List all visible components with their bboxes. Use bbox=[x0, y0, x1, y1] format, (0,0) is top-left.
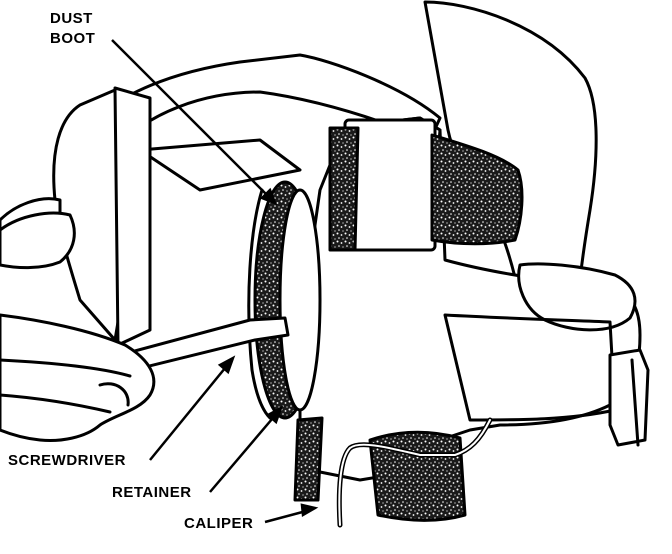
screwdriver-label: SCREWDRIVER bbox=[8, 452, 127, 469]
mounting-bolt bbox=[608, 348, 650, 447]
caliper-label: CALIPER bbox=[184, 515, 254, 532]
retaining-spring-inner bbox=[338, 419, 491, 526]
front-hand-knuckle bbox=[98, 382, 130, 407]
front-finger-1 bbox=[0, 358, 132, 378]
rear-housing-inner bbox=[138, 138, 302, 192]
leader-screwdriver bbox=[149, 361, 231, 461]
dust-boot-label-line1: DUST bbox=[50, 10, 93, 27]
upper-pad-strip bbox=[328, 126, 360, 252]
front-finger-2 bbox=[0, 393, 112, 414]
support-bracket-plate bbox=[113, 86, 152, 347]
dust-boot-label-line2: BOOT bbox=[50, 30, 96, 47]
retainer-label: RETAINER bbox=[112, 484, 192, 501]
background-hand bbox=[0, 211, 76, 270]
mounting-bolt-thread bbox=[630, 358, 640, 447]
leader-retainer bbox=[209, 411, 279, 493]
leader-dust-boot bbox=[111, 39, 273, 201]
front-hand bbox=[0, 313, 156, 442]
caliper-ring-mount bbox=[517, 262, 637, 332]
retainer-ring bbox=[278, 188, 322, 412]
upper-pad-lining bbox=[430, 133, 524, 246]
leader-caliper-arrowhead bbox=[300, 503, 319, 518]
leader-screwdriver-arrowhead bbox=[217, 355, 236, 375]
leader-retainer-arrowhead bbox=[265, 405, 284, 425]
lower-pad-strip bbox=[293, 416, 324, 502]
leader-dust-boot-arrowhead bbox=[259, 187, 278, 206]
